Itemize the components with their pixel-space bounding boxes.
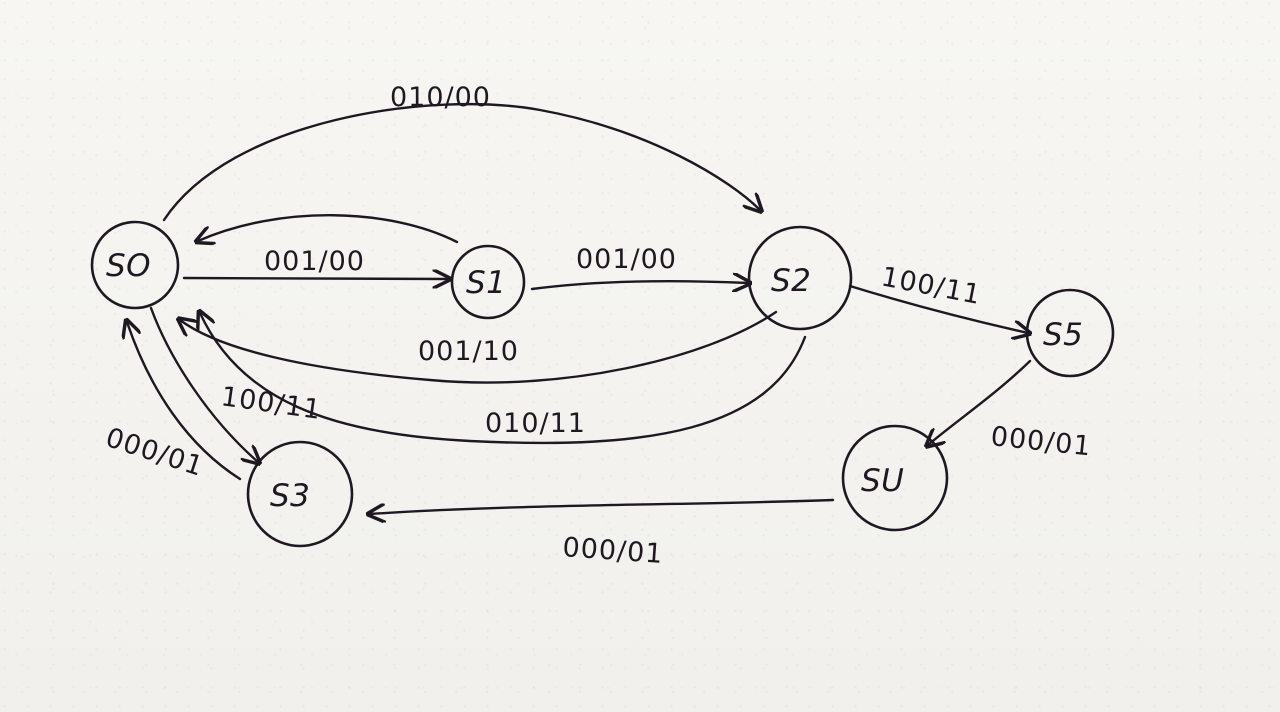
state-label-s3: S3 xyxy=(270,478,310,514)
edge-s4-to-s3 xyxy=(370,498,835,514)
state-label-s5: S5 xyxy=(1043,317,1083,353)
state-circle-s3 xyxy=(246,440,354,548)
edge-s2-to-s0-lower xyxy=(180,310,778,384)
edge-label-s4-to-s3: 000/01 xyxy=(562,532,665,570)
state-node-s4: SU xyxy=(841,424,949,532)
state-label-s0: SO xyxy=(106,248,151,284)
edge-s0-to-s3 xyxy=(149,306,258,462)
state-label-s2: S2 xyxy=(771,263,811,299)
edge-label-s0-to-s2-top: 010/00 xyxy=(390,82,491,113)
edge-s1-to-s0-top xyxy=(198,214,459,242)
edge-s2-to-s5 xyxy=(848,284,1028,333)
state-node-s0: SO xyxy=(90,220,180,310)
edge-s5-to-s4 xyxy=(928,359,1032,445)
edge-label-s0-to-s3: 100/11 xyxy=(219,381,323,426)
edge-s0-to-s2-top xyxy=(162,102,760,222)
state-node-s3: S3 xyxy=(246,440,354,548)
state-circle-s1 xyxy=(450,244,526,320)
state-node-s2: S2 xyxy=(747,225,853,331)
state-label-s1: S1 xyxy=(466,265,506,301)
edge-label-s2-to-s0-bottom: 010/11 xyxy=(485,408,586,439)
state-circle-s2 xyxy=(747,225,853,331)
edge-s3-to-s0 xyxy=(127,322,242,481)
edge-s1-to-s2 xyxy=(530,281,748,289)
state-node-s1: S1 xyxy=(450,244,526,320)
edge-label-s0-to-s1: 001/00 xyxy=(264,246,365,277)
state-label-s4: SU xyxy=(861,463,904,499)
edge-label-s3-to-s0: 000/01 xyxy=(102,422,208,483)
state-node-s5: S5 xyxy=(1025,288,1115,378)
state-circle-s0 xyxy=(90,220,180,310)
edge-label-s1-to-s2: 001/00 xyxy=(576,244,677,275)
edge-label-s2-to-s0-lower: 001/10 xyxy=(418,336,519,367)
edge-label-s5-to-s4: 000/01 xyxy=(989,421,1093,462)
state-circle-s4 xyxy=(841,424,949,532)
edge-s0-to-s1 xyxy=(182,278,448,279)
edge-s2-to-s0-bottom xyxy=(200,313,807,445)
edge-label-s2-to-s5: 100/11 xyxy=(879,261,984,311)
state-circle-s5 xyxy=(1025,288,1115,378)
